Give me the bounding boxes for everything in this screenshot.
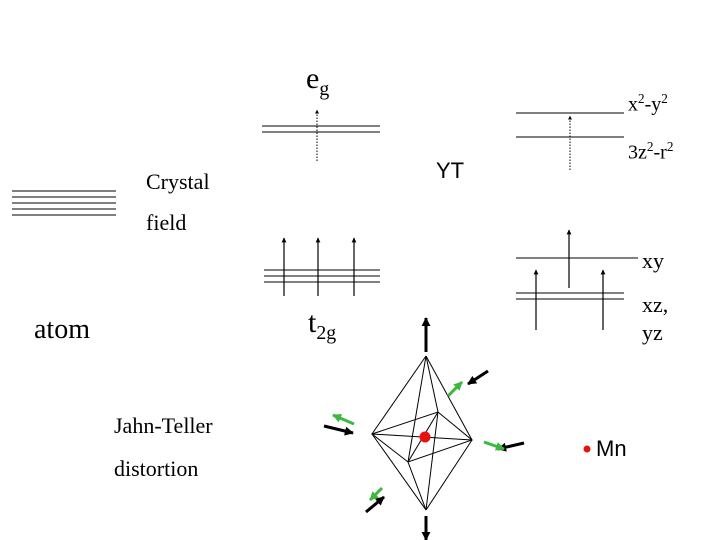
black-arrow-lower-left bbox=[365, 495, 385, 514]
octahedron-edge bbox=[371, 433, 427, 511]
eg-main: e bbox=[306, 62, 320, 95]
xz-label: xz, bbox=[642, 292, 669, 317]
jahn-teller-label: Jahn-Teller bbox=[114, 413, 213, 438]
octahedron-edge bbox=[371, 355, 427, 435]
yt-label: YT bbox=[436, 158, 465, 183]
mn-label: Mn bbox=[596, 436, 627, 461]
yz-label: yz bbox=[642, 320, 663, 345]
octahedron-edge bbox=[407, 355, 427, 463]
black-arrow-left bbox=[323, 424, 354, 436]
t2g-label: t2g bbox=[308, 308, 336, 344]
3z2-r2-part: -r bbox=[653, 141, 667, 164]
octahedron-edge bbox=[425, 355, 473, 441]
black-displacement-arrows bbox=[323, 369, 525, 514]
x2-y2-sup: 2 bbox=[638, 91, 645, 106]
eg-subscript: g bbox=[319, 78, 330, 100]
octahedron-edge bbox=[425, 439, 473, 511]
xy-label: xy bbox=[642, 248, 664, 273]
x2-y2-label: x2-y2 bbox=[628, 92, 668, 115]
mn-legend-dot bbox=[583, 445, 591, 453]
t2g-main: t bbox=[308, 306, 317, 339]
octahedron-edge bbox=[425, 411, 439, 511]
octahedron-edge bbox=[425, 355, 439, 413]
field-label: field bbox=[146, 210, 187, 235]
green-arrow-lower-left bbox=[368, 486, 384, 502]
x2-y2-part: x bbox=[628, 93, 638, 116]
3z2-r2-label: 3z2-r2 bbox=[628, 140, 673, 163]
jt-t2g-spin-arrows bbox=[533, 229, 606, 330]
green-arrow-upper-right bbox=[446, 380, 464, 398]
octahedron-edge bbox=[407, 461, 427, 511]
octahedron bbox=[370, 355, 474, 511]
x2-y2-part: -y bbox=[644, 93, 662, 116]
mn-atom-center bbox=[419, 431, 431, 443]
crystal-label: Crystal bbox=[146, 169, 210, 194]
black-arrow-upper-right bbox=[467, 369, 489, 386]
atom-d-levels bbox=[12, 190, 116, 216]
3z2-r2-sup: 2 bbox=[646, 139, 654, 154]
t2g-levels bbox=[264, 269, 380, 283]
t2g-spin-arrows bbox=[281, 237, 357, 296]
3z2-r2-sup: 2 bbox=[666, 139, 674, 154]
green-arrow-left bbox=[332, 413, 355, 426]
green-arrow-right bbox=[483, 440, 505, 451]
distortion-label: distortion bbox=[114, 456, 199, 481]
3z2-r2-part: 3z bbox=[628, 141, 647, 164]
x2-y2-sup: 2 bbox=[661, 91, 668, 106]
jt-t2g-split-levels bbox=[516, 257, 638, 300]
eg-levels bbox=[262, 125, 380, 133]
eg-label: eg bbox=[306, 64, 329, 100]
green-displacement-arrows bbox=[332, 380, 505, 502]
atom-label: atom bbox=[34, 314, 90, 345]
t2g-subscript: 2g bbox=[316, 322, 337, 344]
